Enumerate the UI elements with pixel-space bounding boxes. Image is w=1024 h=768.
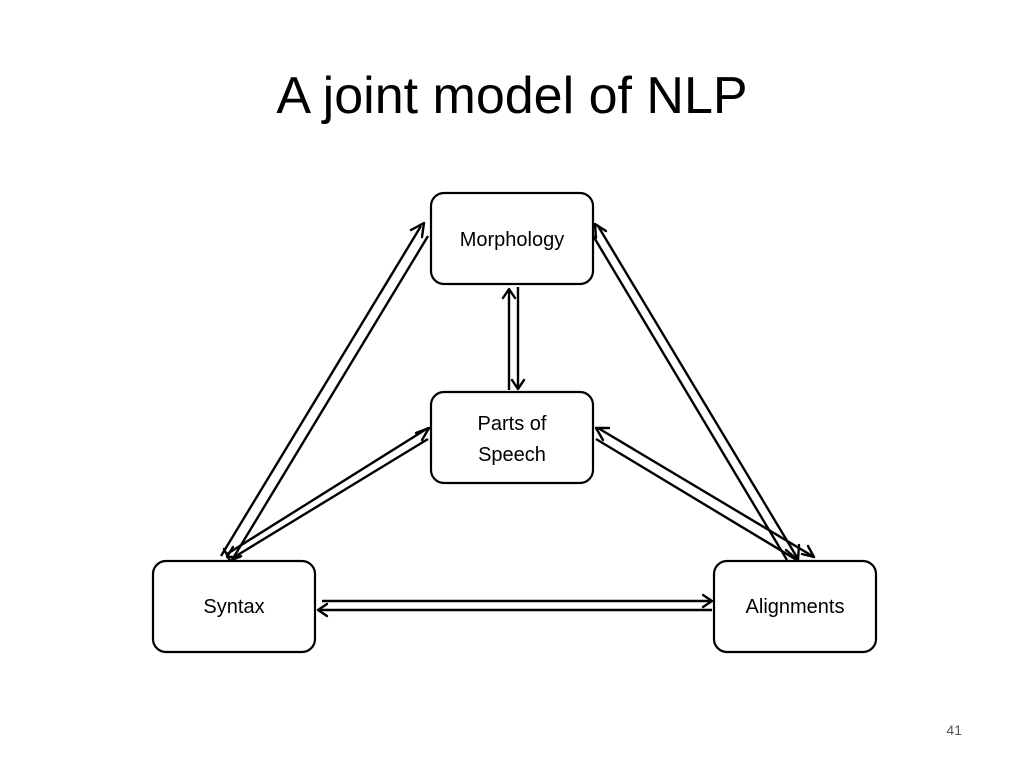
page-number: 41: [946, 722, 962, 738]
node-parts-of-speech: Parts of Speech: [429, 390, 595, 485]
node-syntax-label: Syntax: [203, 596, 264, 618]
arrowhead-icon: [594, 426, 611, 442]
node-morphology: Morphology: [429, 191, 595, 286]
arrowhead-icon: [593, 222, 608, 240]
edge-syntax-alignments: [316, 593, 714, 618]
arrowhead-icon: [414, 426, 431, 442]
arrowhead-icon: [800, 544, 816, 559]
node-parts-of-speech-label-line2: Speech: [478, 444, 546, 466]
edge-parts-of-speech-alignments: [594, 426, 816, 564]
edge-morphology-syntax: [219, 221, 430, 563]
node-parts-of-speech-label-line1: Parts of: [478, 413, 547, 435]
edge-morphology-alignments: [590, 222, 801, 562]
edge-morphology-parts-of-speech: [501, 287, 526, 391]
node-alignments-label: Alignments: [746, 596, 845, 618]
node-syntax: Syntax: [151, 559, 317, 654]
arrowhead-right-icon: [701, 593, 714, 609]
slide-title: A joint model of NLP: [276, 67, 748, 125]
node-alignments: Alignments: [712, 559, 878, 654]
arrowhead-up-icon: [501, 287, 517, 300]
edge-parts-of-speech-syntax: [225, 426, 431, 559]
node-morphology-label: Morphology: [460, 229, 565, 251]
arrowhead-down-icon: [510, 378, 526, 391]
arrowhead-left-icon: [316, 602, 329, 618]
arrowhead-icon: [225, 545, 242, 559]
arrowhead-icon: [409, 221, 426, 239]
